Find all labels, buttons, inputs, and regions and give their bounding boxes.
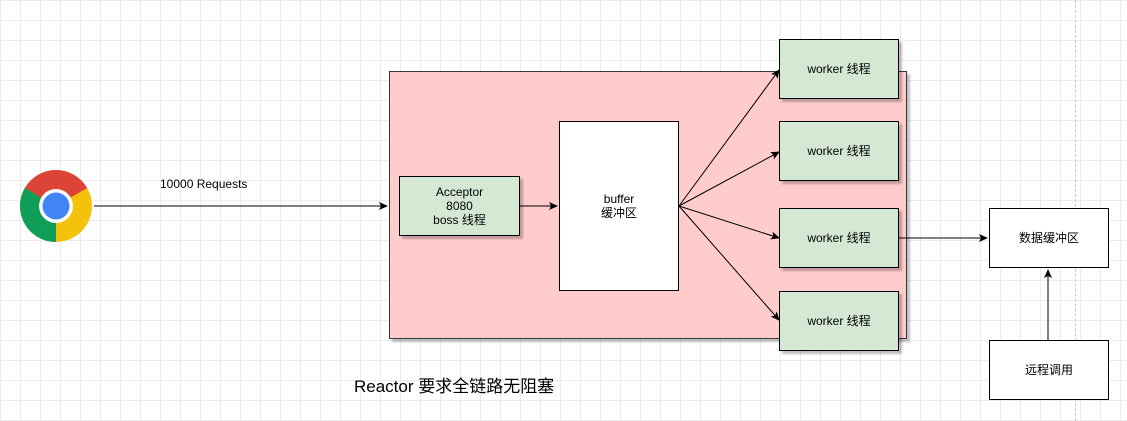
data-buffer-label: 数据缓冲区	[1018, 231, 1079, 245]
arrow-buffer-to-worker-1	[678, 69, 780, 207]
worker-label: worker 线程	[807, 144, 871, 158]
worker-label: worker 线程	[807, 231, 871, 245]
acceptor-node[interactable]: Acceptor 8080 boss 线程	[399, 176, 520, 236]
worker-node-2[interactable]: worker 线程	[779, 121, 899, 181]
remote-call-node[interactable]: 远程调用	[989, 340, 1109, 400]
buffer-title: buffer	[603, 192, 635, 206]
chrome-browser-icon	[19, 170, 92, 243]
arrow-buffer-to-worker-2	[678, 151, 780, 207]
buffer-subtitle: 缓冲区	[600, 206, 637, 220]
acceptor-title: Acceptor	[435, 185, 484, 199]
arrow-buffer-to-worker-3	[678, 205, 780, 240]
diagram-caption: Reactor 要求全链路无阻塞	[354, 377, 555, 396]
requests-label: 10000 Requests	[160, 177, 248, 191]
data-buffer-node[interactable]: 数据缓冲区	[989, 208, 1109, 268]
worker-node-1[interactable]: worker 线程	[779, 39, 899, 99]
worker-node-4[interactable]: worker 线程	[779, 291, 899, 351]
arrow-buffer-to-worker-4	[678, 205, 780, 321]
worker-label: worker 线程	[807, 314, 871, 328]
acceptor-port: 8080	[446, 199, 473, 213]
buffer-node[interactable]: buffer 缓冲区	[559, 121, 679, 291]
remote-call-label: 远程调用	[1024, 363, 1073, 377]
worker-label: worker 线程	[807, 62, 871, 76]
worker-node-3[interactable]: worker 线程	[779, 208, 899, 268]
acceptor-thread: boss 线程	[433, 213, 486, 227]
